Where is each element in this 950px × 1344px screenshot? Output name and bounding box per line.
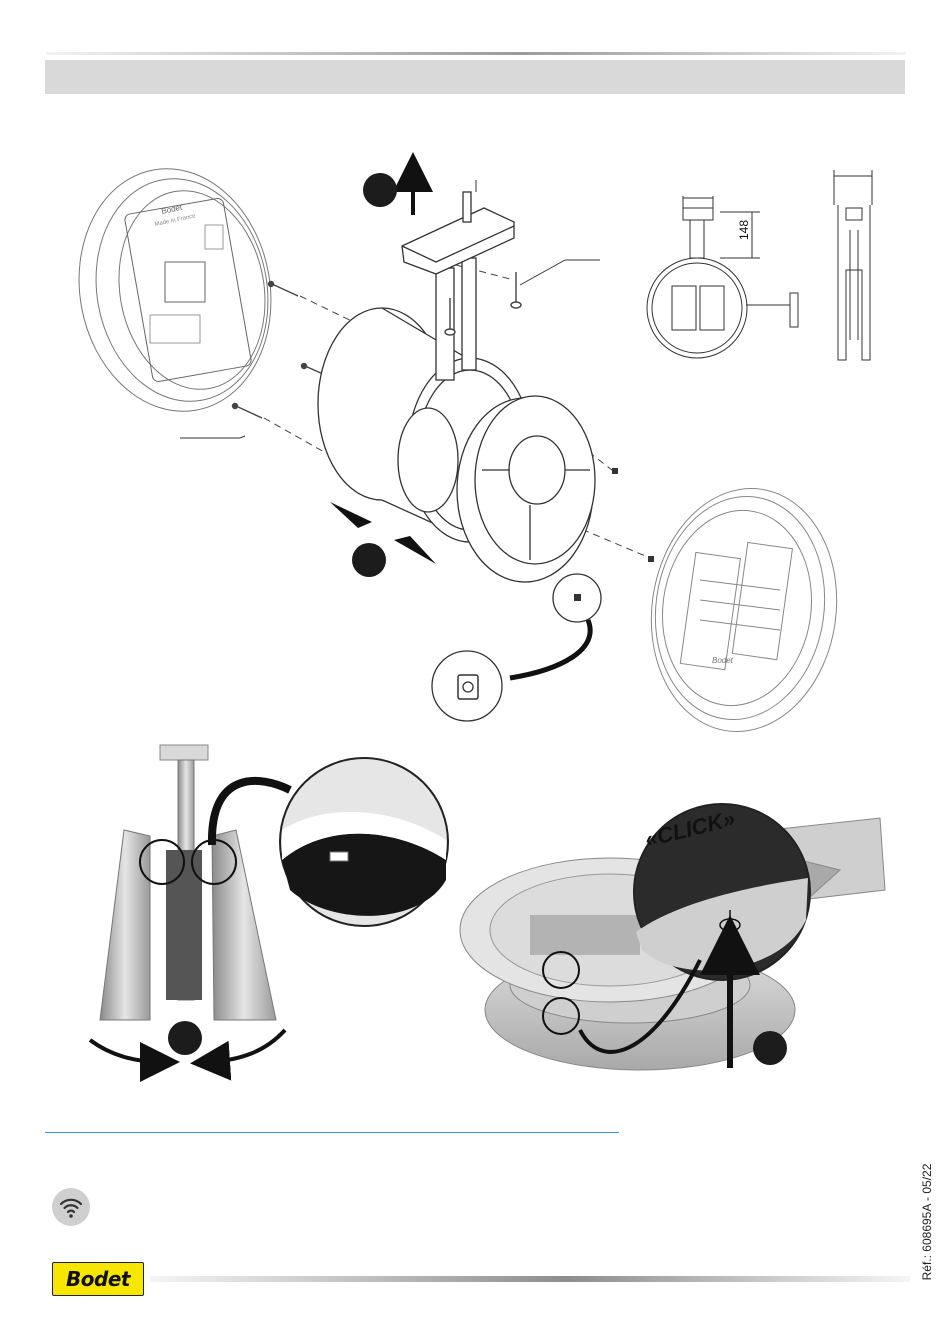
clock-back-panel: [60, 153, 289, 426]
wifi-icon: [52, 1188, 90, 1226]
dimension-label: 148: [737, 220, 751, 240]
press-arrow-right: [394, 536, 436, 564]
step-badge-4: [753, 1031, 787, 1065]
dimension-side-view: [834, 170, 872, 360]
bezel-removal-view: [100, 745, 276, 1020]
nuts: [612, 468, 654, 562]
document-reference: Réf.: 608695A - 05/22: [918, 1160, 936, 1284]
back-brand-mark: Bodet: [161, 203, 184, 216]
blue-divider: [45, 1132, 619, 1133]
dimension-front-view: [647, 196, 798, 358]
step-badge-2: [352, 543, 386, 577]
post-screws: [445, 272, 521, 335]
press-arrow-left: [330, 502, 372, 528]
back-inscription: Made in France: [154, 213, 197, 228]
front-brand-mark: Bodet: [712, 656, 734, 665]
wood-screws: [233, 282, 333, 419]
bezel-zoom-detail: [280, 758, 448, 926]
bottom-divider: [150, 1276, 910, 1282]
wifi-badge: [52, 1188, 90, 1226]
bodet-logo: Bodet: [52, 1262, 144, 1296]
step-badge-3: [168, 1021, 202, 1055]
clock-front-face: [636, 476, 852, 743]
step-badge-1: [363, 173, 397, 207]
front-ring: [457, 396, 595, 582]
